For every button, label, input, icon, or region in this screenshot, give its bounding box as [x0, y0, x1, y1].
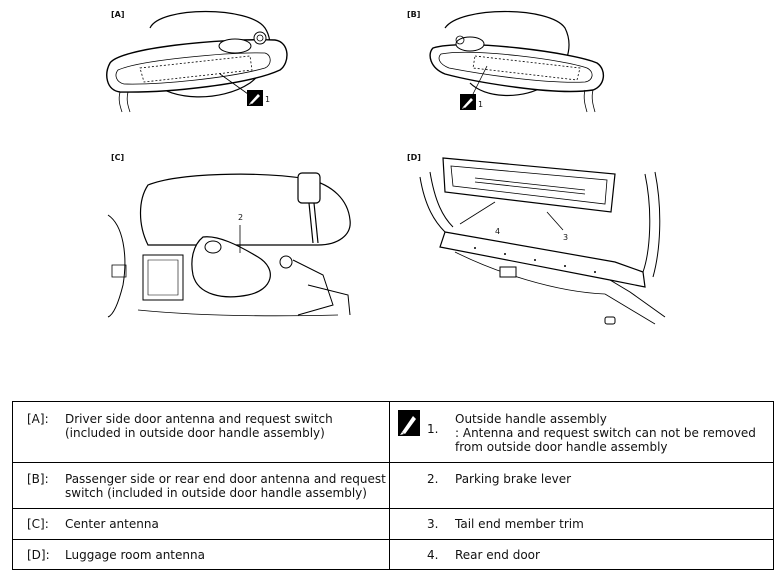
- figure-c-label: [C]: [111, 153, 125, 162]
- legend-row-a: [A]: Driver side door antenna and reques…: [13, 402, 773, 462]
- legend-text-a-line2: (included in outside door handle assembl…: [65, 426, 325, 440]
- noremove-icon: [398, 410, 420, 436]
- legend-row-c: [C]: Center antenna 3. Tail end member t…: [13, 508, 773, 540]
- legend-key-d: [D]:: [27, 548, 50, 562]
- legend-table: [A]: Driver side door antenna and reques…: [12, 401, 774, 570]
- figure-d-callout-4: 4: [495, 227, 501, 236]
- legend-text-2: Parking brake lever: [455, 472, 572, 486]
- figure-a-label: [A]: [111, 10, 125, 19]
- legend-text-1-line3: from outside door handle assembly: [455, 440, 668, 454]
- legend-key-4: 4.: [427, 548, 439, 562]
- legend-text-1-line1: Outside handle assembly: [455, 412, 607, 426]
- figure-a-noremove-icon: [247, 90, 263, 106]
- legend-key-c: [C]:: [27, 517, 49, 531]
- figure-d-label: [D]: [407, 153, 421, 162]
- legend-key-b: [B]:: [27, 472, 49, 486]
- figure-b-door-handle-illustration: [425, 8, 610, 113]
- legend-text-a-line1: Driver side door antenna and request swi…: [65, 412, 333, 426]
- figure-a-callout-1: 1: [265, 95, 271, 104]
- legend-row-b: [B]: Passenger side or rear end door ant…: [13, 462, 773, 509]
- legend-key-a: [A]:: [27, 412, 49, 426]
- legend-text-b-line1: Passenger side or rear end door antenna …: [65, 472, 386, 486]
- legend-key-1: 1.: [427, 422, 439, 436]
- legend-text-4: Rear end door: [455, 548, 540, 562]
- figure-d-luggage-room-illustration: [415, 152, 667, 342]
- legend-text-b-line2: switch (included in outside door handle …: [65, 486, 367, 500]
- figure-d-callout-3: 3: [563, 233, 569, 242]
- legend-key-2: 2.: [427, 472, 439, 486]
- legend-row-d: [D]: Luggage room antenna 4. Rear end do…: [13, 539, 773, 571]
- figure-b-label: [B]: [407, 10, 421, 19]
- figure-c-parking-brake-illustration: [108, 165, 358, 317]
- legend-key-3: 3.: [427, 517, 439, 531]
- figure-b-callout-1: 1: [478, 100, 484, 109]
- legend-text-d: Luggage room antenna: [65, 548, 205, 562]
- legend-text-c: Center antenna: [65, 517, 159, 531]
- legend-column-divider: [389, 402, 390, 569]
- figure-b-noremove-icon: [460, 94, 476, 110]
- legend-text-1-line2: : Antenna and request switch can not be …: [455, 426, 756, 440]
- figure-c-callout-2: 2: [238, 213, 244, 222]
- figure-a-door-handle-illustration: [100, 8, 290, 113]
- legend-text-3: Tail end member trim: [455, 517, 584, 531]
